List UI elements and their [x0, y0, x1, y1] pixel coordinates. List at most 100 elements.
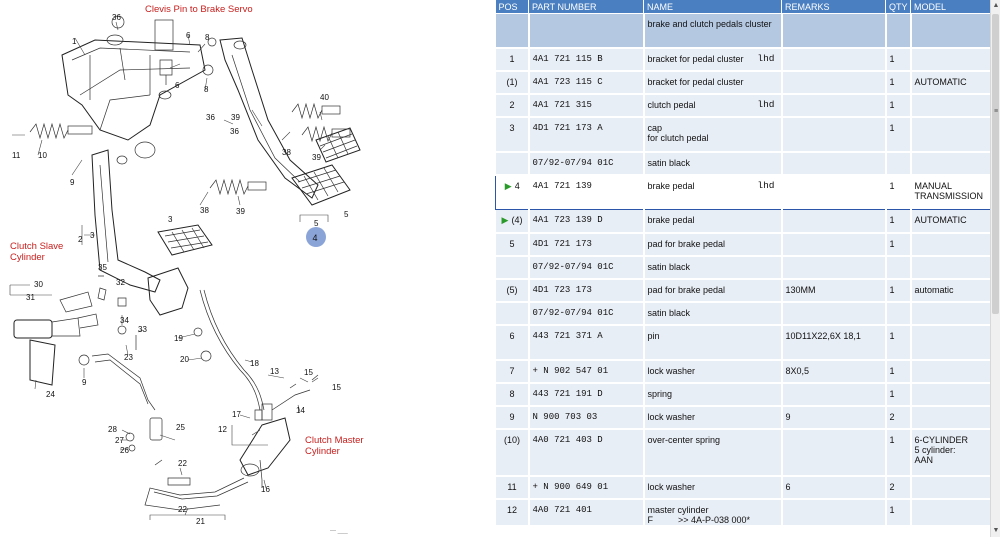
cell-qty: [885, 13, 912, 49]
svg-text:17: 17: [232, 410, 241, 419]
cell-name: lock washer: [643, 359, 783, 384]
name-value: pad for brake pedal: [647, 238, 726, 249]
pos-value: 8: [509, 388, 515, 399]
part-number-value: 4D1 721 173 A: [532, 122, 603, 133]
cell-model: [910, 324, 990, 361]
cell-part-number: 07/92-07/94 01C: [528, 151, 645, 176]
cell-model: [910, 255, 990, 280]
table-group-row[interactable]: brake and clutch pedals cluster: [495, 13, 990, 49]
column-header-qty[interactable]: QTY: [885, 0, 911, 14]
selected-part-number: 4: [313, 233, 318, 243]
name-value: satin black: [647, 157, 691, 168]
svg-text:20: 20: [180, 355, 189, 364]
cell-part-number: 4A1 723 139 D: [528, 209, 645, 234]
svg-text:5: 5: [314, 219, 319, 228]
play-arrow-icon[interactable]: ▶: [504, 180, 512, 191]
name-value: bracket for pedal cluster: [647, 53, 744, 64]
part-number-value: 443 721 191 D: [532, 388, 603, 399]
cell-pos: [495, 13, 530, 49]
clutch-pad-part: [147, 224, 213, 316]
cell-model: [910, 382, 990, 407]
cell-model: [910, 405, 990, 430]
cell-remarks: [781, 255, 887, 280]
svg-text:8: 8: [204, 85, 209, 94]
name-value: brake and clutch pedals cluster: [647, 19, 772, 29]
cell-part-number: + N 902 547 01: [528, 359, 645, 384]
pos-value: 5: [509, 238, 515, 249]
cell-remarks: [781, 232, 887, 257]
cell-model: 6-CYLINDER 5 cylinder: AAN: [910, 428, 990, 477]
lhd-flag: lhd: [757, 52, 775, 64]
selected-part-marker[interactable]: [306, 227, 326, 247]
name-value: pin: [647, 330, 660, 341]
column-header-pos[interactable]: POS: [495, 0, 529, 14]
cell-part-number: 443 721 191 D: [528, 382, 645, 407]
slave-cylinder-part: [13, 275, 156, 411]
cell-name: master cylinder F >> 4A-P-038 000*: [643, 498, 783, 527]
column-header-model[interactable]: MODEL: [910, 0, 990, 14]
cell-qty: [885, 301, 912, 326]
pos-value: 2: [509, 99, 515, 110]
cell-remarks: [781, 151, 887, 176]
cell-model: [910, 151, 990, 176]
svg-text:31: 31: [26, 293, 35, 302]
scroll-thumb[interactable]: [992, 14, 999, 314]
cell-pos: (10): [495, 428, 530, 477]
name-value: lock washer: [647, 365, 696, 376]
svg-text:22: 22: [178, 459, 187, 468]
cell-qty: 1: [885, 359, 912, 384]
cell-name: over-center spring: [643, 428, 783, 477]
vertical-scrollbar[interactable]: ▲ ≡ ▼: [990, 0, 1000, 537]
svg-text:33: 33: [138, 325, 147, 334]
play-arrow-icon[interactable]: ▶: [501, 215, 509, 225]
scroll-up-icon[interactable]: ▲: [992, 2, 1000, 9]
part-number-value: 4A1 721 115 B: [532, 53, 603, 64]
cell-remarks: 130MM: [781, 278, 887, 303]
cell-part-number: 4D1 721 173 A: [528, 116, 645, 153]
name-value: master cylinder F >> 4A-P-038 000*: [647, 504, 751, 525]
scroll-down-icon[interactable]: ▼: [992, 527, 1000, 534]
cell-model: automatic: [910, 278, 990, 303]
column-header-remarks[interactable]: REMARKS: [781, 0, 886, 14]
svg-text:28: 28: [108, 425, 117, 434]
cell-remarks: [781, 498, 887, 527]
part-number-value: 4A1 723 139 D: [532, 215, 603, 225]
cell-remarks: 9: [781, 405, 887, 430]
cell-name: brake pedal: [643, 209, 783, 234]
pos-value: 9: [509, 411, 515, 422]
pos-value: 12: [506, 504, 517, 515]
cell-pos: (1): [495, 70, 530, 95]
pos-value: 7: [509, 365, 515, 376]
column-header-part-number[interactable]: PART NUMBER: [528, 0, 644, 14]
column-header-name[interactable]: NAME: [643, 0, 782, 14]
cell-remarks: [781, 209, 887, 234]
svg-text:13: 13: [270, 367, 279, 376]
cell-pos: 6: [495, 324, 530, 361]
cell-remarks: 10D11X22,6X 18,1: [781, 324, 887, 361]
cell-remarks: [781, 174, 887, 210]
pos-value: (10): [503, 434, 520, 445]
cell-name: lock washer: [643, 405, 783, 430]
exploded-diagram: 36 1 6 8 11 10 9 6 8 36 36 39 40 38 39 3…: [0, 0, 495, 537]
pos-value: 11: [507, 481, 517, 492]
svg-text:36: 36: [112, 13, 121, 22]
